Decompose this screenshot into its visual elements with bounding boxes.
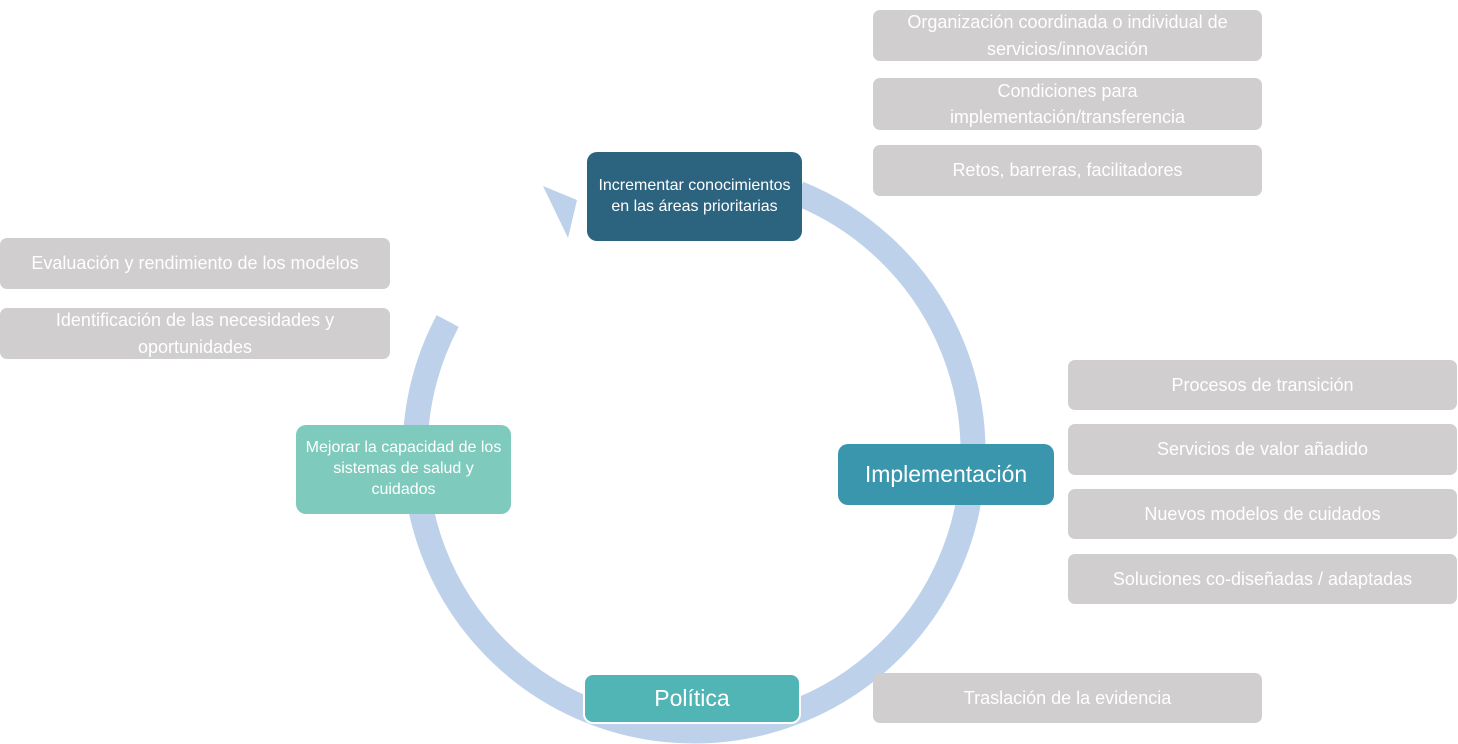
node-policy-label: Política bbox=[654, 684, 730, 711]
note-top-1: Organización coordinada o individual de … bbox=[873, 10, 1262, 61]
note-text: Soluciones co-diseñadas / adaptadas bbox=[1112, 568, 1413, 589]
note-right-1: Procesos de transición bbox=[1068, 360, 1457, 410]
note-right-4: Soluciones co-diseñadas / adaptadas bbox=[1068, 554, 1457, 604]
note-text: Evaluación y rendimiento de los modelos bbox=[31, 253, 359, 274]
note-text: Procesos de transición bbox=[1171, 374, 1354, 395]
note-top-2: Condiciones para implementación/transfer… bbox=[873, 78, 1262, 130]
node-implementation: Implementación bbox=[838, 444, 1054, 505]
note-text: Condiciones para implementación/transfer… bbox=[949, 80, 1186, 127]
cycle-arrowhead-icon bbox=[543, 186, 577, 238]
note-top-3: Retos, barreras, facilitadores bbox=[873, 145, 1262, 196]
note-right-2: Servicios de valor añadido bbox=[1068, 424, 1457, 475]
note-text: Nuevos modelos de cuidados bbox=[1144, 503, 1381, 524]
note-text: Identificación de las necesidades y opor… bbox=[55, 310, 335, 357]
note-left-2: Identificación de las necesidades y opor… bbox=[0, 308, 390, 359]
note-text: Organización coordinada o individual de … bbox=[907, 12, 1228, 59]
note-text: Retos, barreras, facilitadores bbox=[952, 160, 1183, 181]
node-improve-capacity: Mejorar la capacidad de los sistemas de … bbox=[296, 425, 511, 514]
note-left-1: Evaluación y rendimiento de los modelos bbox=[0, 238, 390, 289]
node-improve-capacity-label: Mejorar la capacidad de los sistemas de … bbox=[305, 439, 502, 498]
node-increase-knowledge-label: Incrementar conocimientos en las áreas p… bbox=[598, 176, 791, 215]
note-text: Traslación de la evidencia bbox=[963, 687, 1172, 708]
node-increase-knowledge: Incrementar conocimientos en las áreas p… bbox=[587, 152, 802, 241]
node-implementation-label: Implementación bbox=[864, 460, 1028, 487]
note-text: Servicios de valor añadido bbox=[1156, 439, 1369, 460]
note-bottom-1: Traslación de la evidencia bbox=[873, 673, 1262, 723]
node-policy: Política bbox=[583, 673, 801, 724]
note-right-3: Nuevos modelos de cuidados bbox=[1068, 489, 1457, 539]
